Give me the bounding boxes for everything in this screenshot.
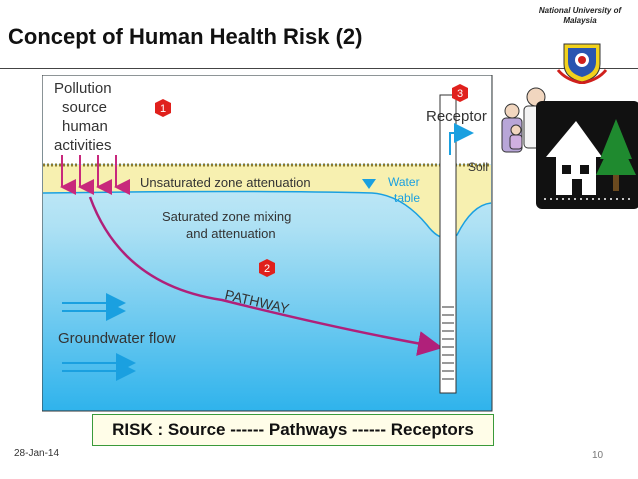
well-screen (442, 306, 454, 380)
well-outlet-arrow (449, 123, 474, 155)
pollutant-arrows (60, 155, 130, 195)
water-table-line-2: table (394, 191, 420, 205)
institution-line-2: Malaysia (563, 16, 597, 25)
unsaturated-zone-band (43, 165, 491, 239)
source-line-3: human (62, 118, 108, 135)
slide-title: Concept of Human Health Risk (2) (8, 24, 363, 49)
saturated-line-2: and attenuation (186, 226, 276, 241)
water-table-marker (362, 179, 376, 189)
title-divider (0, 68, 638, 69)
source-label: Pollution source human activities (54, 80, 116, 154)
water-table-line-1: Water (388, 175, 420, 189)
pathway-arrow (88, 196, 443, 356)
institution-line-1: National University of (538, 6, 622, 15)
source-line-2: source (62, 99, 107, 116)
receptor-label: Receptor (426, 108, 487, 125)
source-line-4: activities (54, 137, 112, 154)
marker-1-number: 1 (160, 103, 166, 115)
page-number: 10 (592, 450, 604, 461)
saturated-line-1: Saturated zone mixing (162, 209, 291, 224)
risk-concept-diagram: Pollution source human activities Unsatu… (42, 75, 638, 412)
marker-3-number: 3 (457, 88, 463, 100)
marker-2: 2 (259, 259, 275, 277)
water-table-label: Water table (388, 175, 423, 205)
risk-equation-box: RISK : Source ------ Pathways ------ Rec… (92, 414, 494, 446)
footer-date: 28-Jan-14 (14, 448, 60, 459)
soil-label: Soil (468, 160, 488, 174)
saturated-zone-label: Saturated zone mixing and attenuation (162, 209, 295, 241)
institution-name: National University of Malaysia (528, 6, 632, 26)
marker-1: 1 (155, 99, 171, 117)
sky (43, 76, 491, 164)
house-illustration (536, 101, 638, 209)
marker-3: 3 (452, 84, 468, 102)
unsaturated-zone-label: Unsaturated zone attenuation (140, 175, 311, 190)
groundwater-flow-label: Groundwater flow (58, 330, 176, 347)
source-line-1: Pollution (54, 80, 112, 97)
university-crest-logo (556, 43, 608, 84)
water-table-line (42, 190, 492, 240)
marker-2-number: 2 (264, 263, 270, 275)
well-casing (439, 94, 457, 394)
groundwater-flow-arrows (62, 293, 136, 381)
